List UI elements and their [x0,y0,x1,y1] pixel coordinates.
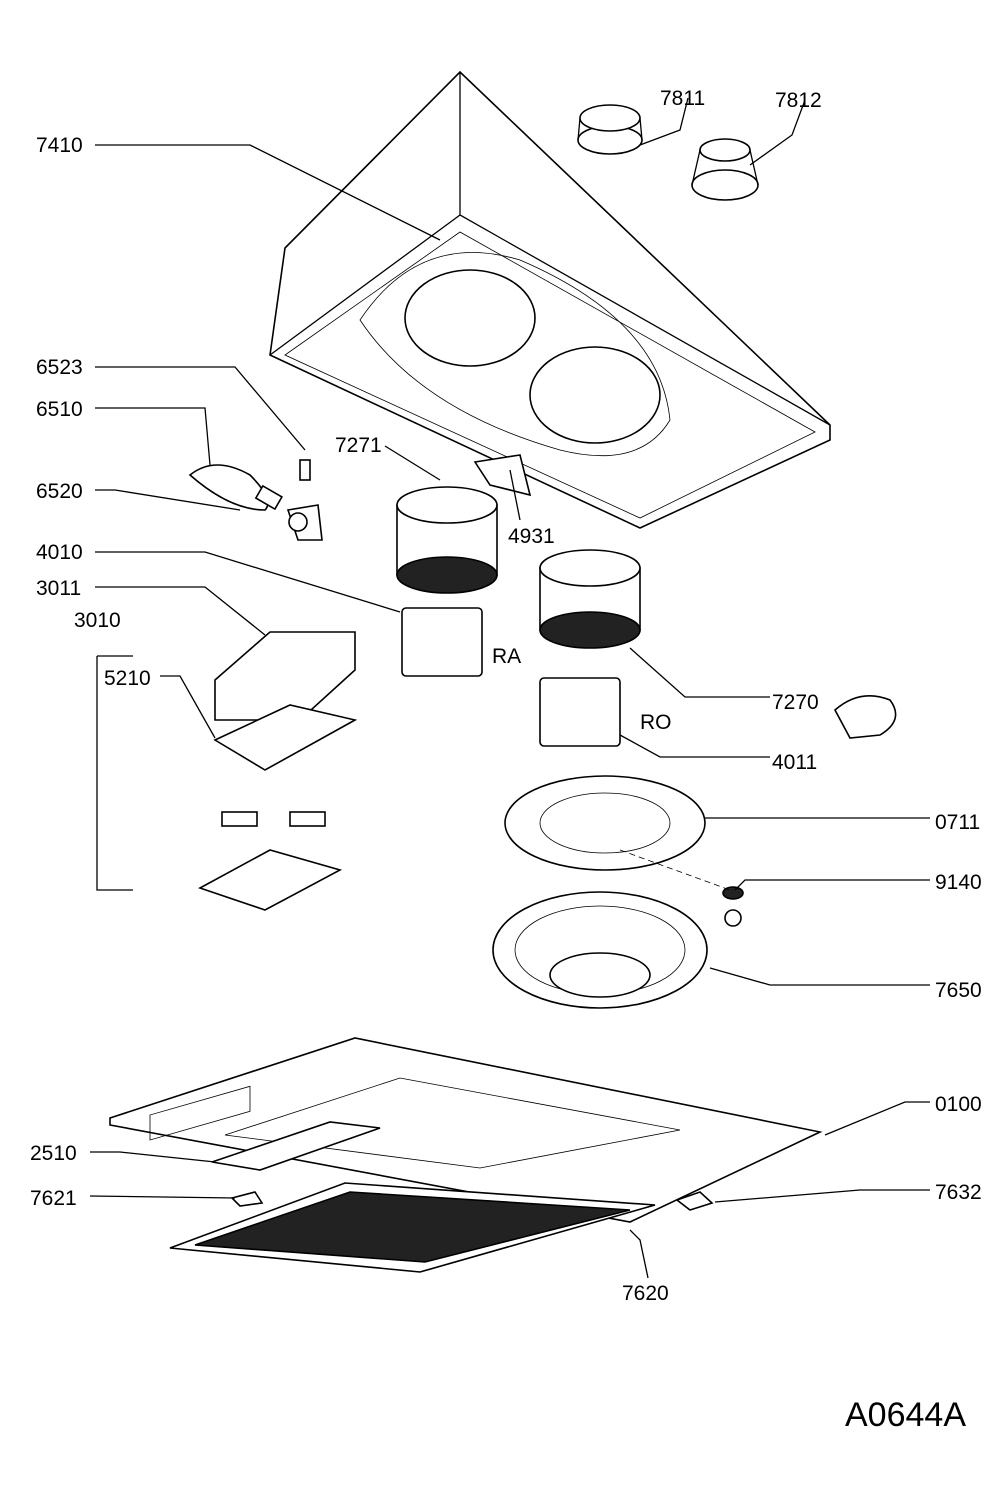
duct-ring-7811 [577,104,643,155]
duct-ring-7812 [691,138,759,201]
lamp-parts [188,459,323,541]
label-7811: 7811 [660,87,705,110]
label-7632: 7632 [935,1181,982,1204]
plate-4931 [473,454,532,497]
label-3010: 3010 [74,609,121,632]
label-4931: 4931 [508,525,555,548]
label-6520: 6520 [36,480,83,503]
clip-7632 [675,1191,714,1211]
label-3011: 3011 [36,577,81,600]
label-6510: 6510 [36,398,83,421]
control-assembly-3010 [198,631,358,911]
leader-lines [89,97,930,1279]
label-RO: RO [640,711,672,734]
label-7650: 7650 [935,979,982,1002]
clip-7621 [230,1191,264,1207]
gasket-2510 [211,1121,381,1171]
label-4010: 4010 [36,541,83,564]
label-4011: 4011 [772,751,817,774]
label-7271: 7271 [335,434,382,457]
label-7410: 7410 [36,134,83,157]
label-7812: 7812 [775,89,822,112]
carbon-filter-7620 [169,1182,656,1273]
blower-wheel-7271 [396,486,498,594]
label-5210: 5210 [104,667,151,690]
motor-4011 [539,677,621,747]
bracket-part [833,694,897,739]
motor-4010 [401,607,483,677]
housing-7410 [269,70,831,529]
label-0711: 0711 [935,811,980,834]
blower-wheel-7270 [539,549,641,649]
label-7620: 7620 [622,1282,669,1305]
grease-filter-7650 [492,891,708,1009]
label-0100: 0100 [935,1093,982,1116]
label-6523: 6523 [36,356,83,379]
nut-9140 [722,886,744,927]
label-7621: 7621 [30,1187,77,1210]
label-RA: RA [492,645,521,668]
drawing-code: A0644A [845,1396,966,1434]
panel-0100 [109,1037,823,1223]
label-7270: 7270 [772,691,819,714]
label-9140: 9140 [935,871,982,894]
label-2510: 2510 [30,1142,77,1165]
ring-0711 [504,775,706,871]
